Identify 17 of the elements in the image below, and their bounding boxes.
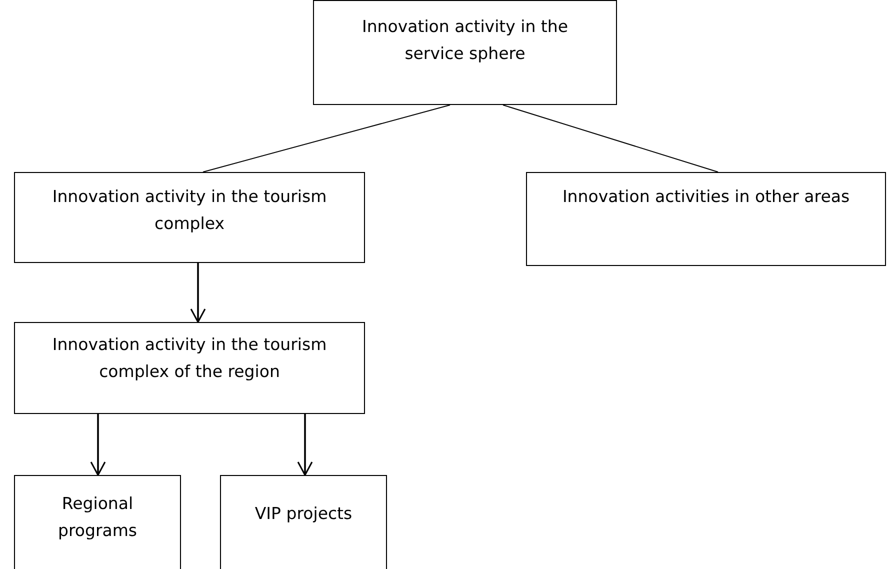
- arrow: [297, 414, 313, 476]
- process-box: [14, 475, 181, 569]
- box-label: VIP projects: [254, 503, 352, 525]
- process-box: [526, 172, 886, 266]
- box-label: Innovation activity in the tourism complex: [51, 186, 328, 235]
- connector-line: [202, 104, 450, 172]
- box-label: Innovation activity in the tourism complex of the region: [51, 334, 328, 383]
- box-label: Regional programs: [56, 493, 138, 542]
- process-box: [220, 475, 387, 569]
- connector-line: [502, 104, 718, 172]
- arrow: [90, 414, 106, 476]
- process-box: [313, 0, 617, 105]
- process-box: [14, 172, 365, 263]
- box-label: Innovation activities in other areas: [562, 186, 850, 208]
- process-box: [14, 322, 365, 414]
- box-label: Innovation activity in the service sphere: [360, 16, 570, 65]
- arrow: [190, 263, 206, 323]
